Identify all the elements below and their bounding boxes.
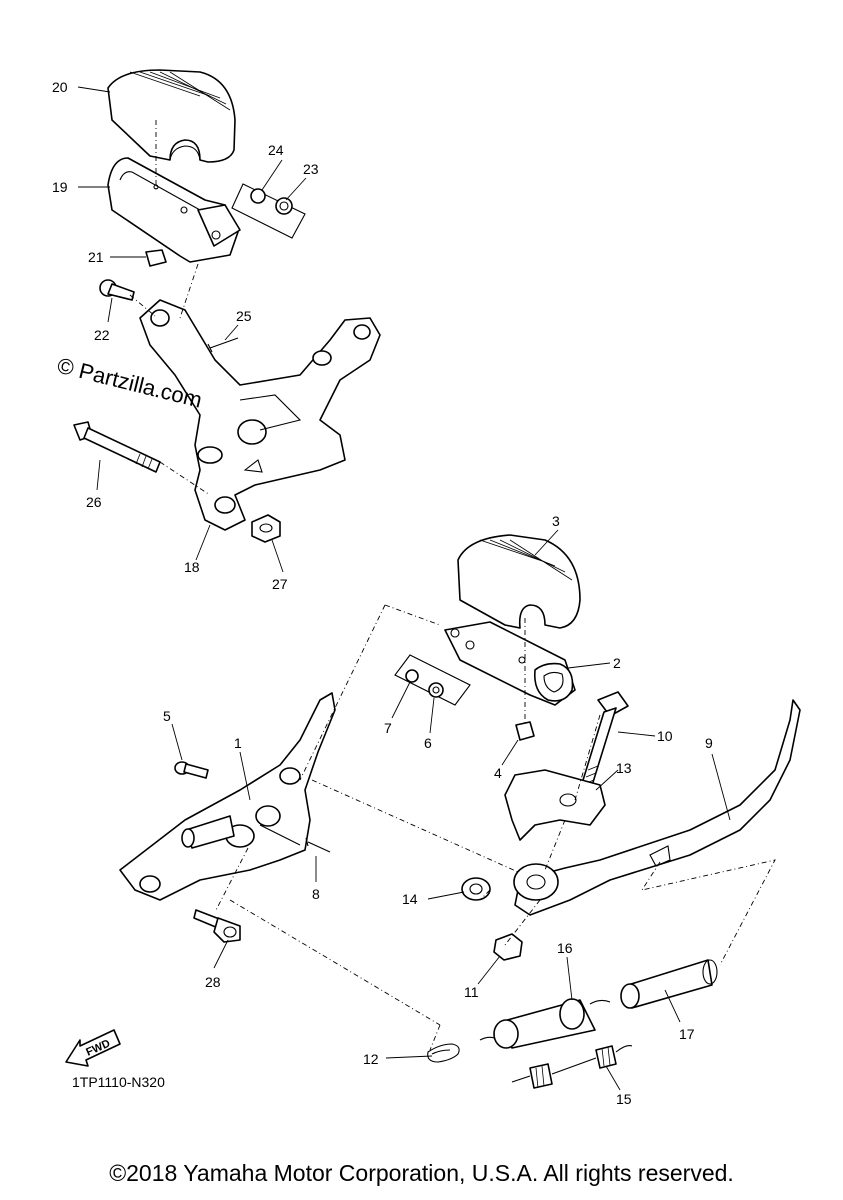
part-13-cover	[504, 769, 606, 841]
callout-10: 10	[657, 728, 673, 744]
part-3-footrest-rubber	[457, 534, 581, 629]
part-23-24-spring-ball-kit	[231, 183, 306, 239]
part-28-bolt	[193, 909, 241, 943]
callout-13: 13	[616, 760, 632, 776]
callout-15: 15	[616, 1091, 632, 1107]
leader-lines	[77, 86, 731, 1091]
part-4-nut	[515, 721, 535, 741]
part-10-bolt	[579, 691, 629, 793]
callout-11: 11	[464, 984, 479, 1000]
fwd-arrow-icon	[65, 1029, 121, 1067]
part-20-footrest-rubber	[107, 69, 236, 163]
part-11-nut	[493, 933, 523, 961]
callout-23: 23	[303, 161, 319, 177]
callout-2: 2	[613, 655, 621, 671]
callout-19: 19	[52, 179, 68, 195]
part-26-bolt	[73, 421, 161, 473]
fwd-label: FWD	[84, 1038, 112, 1059]
part-12-clip	[427, 1043, 460, 1063]
callout-24: 24	[268, 142, 284, 158]
callout-5: 5	[163, 708, 171, 724]
callout-3: 3	[552, 513, 560, 529]
callout-12: 12	[363, 1051, 379, 1067]
callout-4: 4	[494, 765, 502, 781]
callout-28: 28	[205, 974, 221, 990]
part-19-footrest-bracket	[107, 157, 241, 263]
callout-6: 6	[424, 735, 432, 751]
callout-1: 1	[234, 735, 242, 751]
callout-22: 22	[94, 327, 110, 343]
callout-17: 17	[679, 1026, 695, 1042]
part-18-footrest-stay	[139, 299, 381, 531]
callout-16: 16	[557, 940, 573, 956]
part-1-sidestand-bracket	[119, 692, 336, 901]
part-8-cotter-pin	[305, 837, 331, 853]
part-16-spring-cover	[479, 998, 611, 1049]
part-27-nut	[251, 514, 281, 543]
callout-25: 25	[236, 308, 252, 324]
part-21-nut	[145, 249, 167, 267]
part-6-7-spring-ball-kit	[394, 654, 471, 706]
part-17-tube	[620, 959, 718, 1009]
callout-21: 21	[88, 249, 104, 265]
callout-9: 9	[705, 735, 713, 751]
part-22-bolt	[99, 279, 135, 301]
part-14-collar	[461, 877, 491, 901]
part-25-pin	[207, 337, 239, 353]
part-2-footrest	[444, 621, 576, 706]
copyright-notice: ©2018 Yamaha Motor Corporation, U.S.A. A…	[109, 1160, 734, 1186]
callout-8: 8	[312, 886, 320, 902]
part-5-pin	[174, 761, 209, 779]
callout-14: 14	[402, 891, 418, 907]
callout-20: 20	[52, 79, 68, 95]
part-9-sidestand	[513, 699, 801, 916]
part-15-spring	[511, 1045, 633, 1089]
diagram-code: 1TP1110-N320	[72, 1074, 165, 1090]
callout-26: 26	[86, 494, 102, 510]
callout-27: 27	[272, 576, 288, 592]
callout-7: 7	[384, 720, 392, 736]
callout-18: 18	[184, 559, 200, 575]
